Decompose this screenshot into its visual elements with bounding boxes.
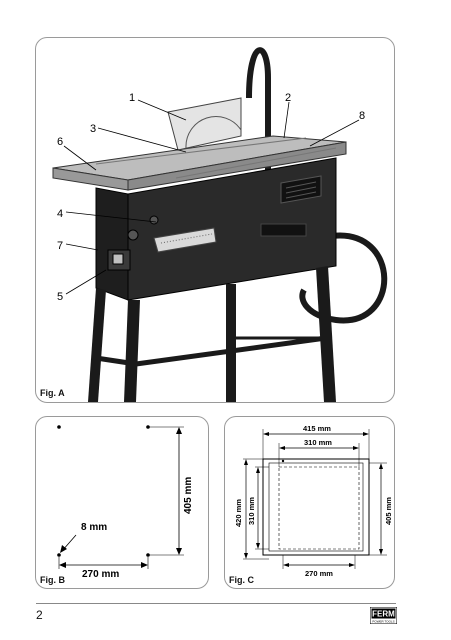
- callout-4: 4: [57, 208, 63, 220]
- dim-270-label: 270 mm: [82, 569, 119, 580]
- page-number: 2: [36, 608, 43, 622]
- svg-text:FERM: FERM: [372, 610, 395, 619]
- dim-420-label: 420 mm: [234, 499, 243, 527]
- callout-6: 6: [57, 136, 63, 148]
- figure-a-label: Fig. A: [40, 388, 65, 398]
- table-saw-illustration: 1 2 3 8 6 4 7 5: [52, 47, 388, 402]
- base-hole: [281, 459, 285, 463]
- callout-2: 2: [285, 92, 291, 104]
- dim-405-right-label: 405 mm: [384, 497, 393, 525]
- dim-310-top-label: 310 mm: [304, 438, 332, 447]
- callout-8: 8: [359, 110, 365, 122]
- callout-1: 1: [129, 92, 135, 104]
- figure-b-label: Fig. B: [40, 575, 65, 585]
- figure-c-drawing: 415 mm 310 mm 420 mm 310 mm 405 mm 270 m…: [234, 424, 393, 578]
- footer-divider: [36, 603, 396, 604]
- dim-270-bottom-label: 270 mm: [305, 569, 333, 578]
- mounting-hole: [146, 425, 150, 429]
- mounting-hole: [57, 425, 61, 429]
- callout-5: 5: [57, 291, 63, 303]
- dim-415-label: 415 mm: [303, 424, 331, 433]
- figure-b-drawing: 405 mm 270 mm 8 mm: [57, 425, 194, 580]
- figure-a-panel: 1 2 3 8 6 4 7 5 Fig. A: [35, 37, 395, 403]
- dim-8-label: 8 mm: [81, 522, 107, 533]
- figure-b-panel: 405 mm 270 mm 8 mm Fig. B: [35, 416, 209, 589]
- svg-text:POWER TOOLS: POWER TOOLS: [372, 620, 394, 624]
- figure-c-panel: 415 mm 310 mm 420 mm 310 mm 405 mm 270 m…: [224, 416, 395, 589]
- dim-310-left-label: 310 mm: [247, 497, 256, 525]
- figure-c-label: Fig. C: [229, 575, 254, 585]
- callout-3: 3: [90, 123, 96, 135]
- callout-7: 7: [57, 240, 63, 252]
- ferm-logo: FERM POWER TOOLS: [370, 607, 397, 624]
- mounting-hole: [57, 553, 61, 557]
- dim-405-label: 405 mm: [183, 477, 194, 514]
- mounting-hole: [146, 553, 150, 557]
